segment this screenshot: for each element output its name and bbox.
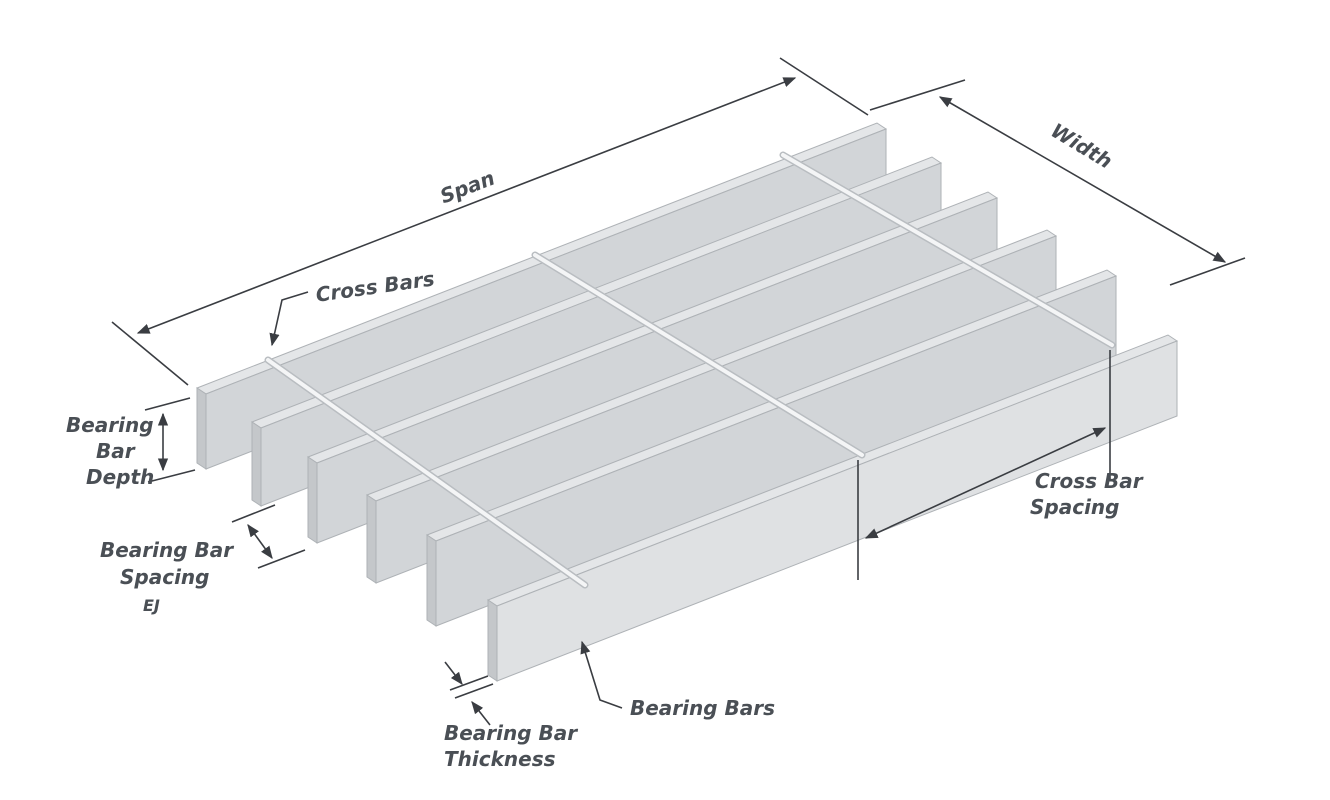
span-arrow [136,77,797,334]
thickness-extension-b [454,683,494,699]
grating [195,122,1179,682]
bearing-bar-depth-callout: Bearing Bar Depth [66,397,196,489]
thickness-arrow-out [471,700,491,726]
width-arrow [938,96,1227,263]
bearing-bar-end [487,599,498,682]
width-extension-bottom [1169,257,1246,286]
thickness-label-line1: Bearing Bar [444,721,578,745]
depth-label-line1: Bearing [66,413,154,437]
spacing-label-line1: Bearing Bar [100,538,234,562]
spacing-arrow [247,523,273,560]
bearing-bars-pointer [580,640,623,709]
depth-extension-bottom [147,469,196,483]
cross-bars-pointer [269,291,309,347]
depth-label-line3: Depth [86,465,154,489]
spacing-label-line2: Spacing [120,565,209,589]
thickness-label-line2: Thickness [444,747,556,771]
bearing-bars-callout: Bearing Bars [580,640,775,720]
span-extension-right [779,57,869,116]
cross-bar-spacing-callout: Cross Bar Spacing [857,350,1144,580]
bearing-bar-thickness-callout: Bearing Bar Thickness [444,661,578,771]
bearing-bar-end [196,387,207,470]
spacing-extension-bottom [257,549,306,569]
bearing-bar-end [426,534,437,627]
spacing-extension-top [231,504,276,523]
cross-bars-label: Cross Bars [314,266,436,306]
width-extension-top [869,79,966,111]
cross-spacing-arrow [864,427,1107,539]
thickness-arrow-in [444,661,463,686]
span-extension-left [111,321,189,386]
cross-spacing-label-line2: Spacing [1030,495,1119,519]
bearing-bars-label: Bearing Bars [630,696,775,720]
bearing-bar-end [366,494,377,584]
spacing-label-mark: EJ [143,596,160,615]
cross-spacing-label-line1: Cross Bar [1035,469,1144,493]
depth-extension-top [144,397,191,411]
span-label: Span [437,166,498,209]
bearing-bar-end [307,456,318,544]
bearing-bar-end [251,421,262,507]
bearing-bar-spacing-callout: Bearing Bar Spacing EJ [100,504,306,615]
thickness-extension-a [449,675,489,691]
cross-bar [266,358,587,587]
depth-label-line2: Bar [96,439,136,463]
